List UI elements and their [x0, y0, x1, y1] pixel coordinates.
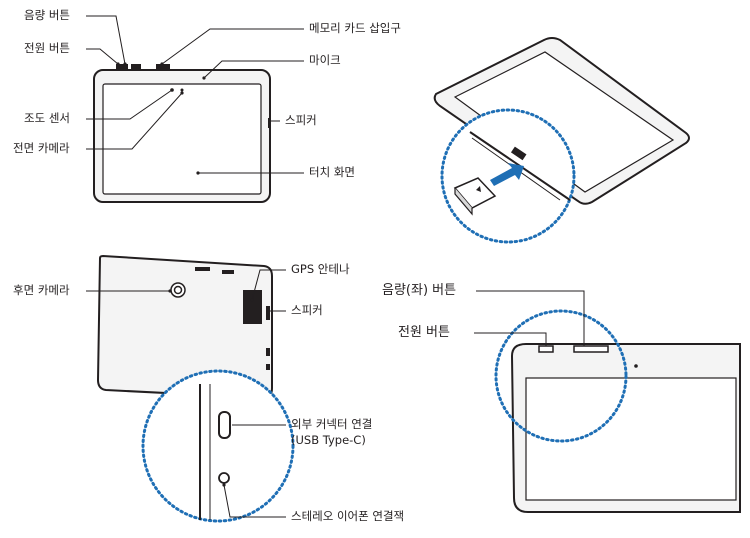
external-connector-label-line1: 외부 커넥터 연결 [291, 417, 373, 431]
back-leaders [86, 269, 286, 312]
memory-card-slot-label: 메모리 카드 삽입구 [309, 21, 401, 35]
card-zoom [440, 108, 576, 244]
side-button-view [510, 343, 741, 513]
zoom-leaders [222, 424, 286, 518]
external-connector-label-line2: (USB Type-C) [291, 433, 366, 447]
front-camera-label: 전면 카메라 [13, 141, 70, 155]
rear-camera-label: 후면 카메라 [13, 283, 70, 297]
mic-label: 마이크 [309, 53, 341, 67]
volume-left-button-label: 음량(좌) 버튼 [382, 283, 457, 298]
bottom-edge-zoom [141, 369, 295, 523]
front-leaders [86, 15, 304, 175]
gps-antenna-label: GPS 안테나 [291, 262, 350, 276]
side-button-zoom [494, 309, 628, 443]
card-insert-view [433, 37, 690, 205]
side-button-leaders [474, 290, 585, 346]
speaker-back-label: 스피커 [291, 303, 323, 317]
earphone-jack-label: 스테레오 이어폰 연결잭 [291, 509, 405, 523]
power-button-label: 전원 버튼 [24, 41, 70, 55]
touch-screen-label: 터치 화면 [309, 165, 355, 179]
light-sensor-label: 조도 센서 [24, 111, 70, 125]
front-view-tablet [93, 64, 271, 203]
speaker-right-label: 스피커 [285, 113, 317, 127]
power-button-2-label: 전원 버튼 [398, 325, 450, 340]
volume-button-label: 음량 버튼 [24, 8, 70, 22]
